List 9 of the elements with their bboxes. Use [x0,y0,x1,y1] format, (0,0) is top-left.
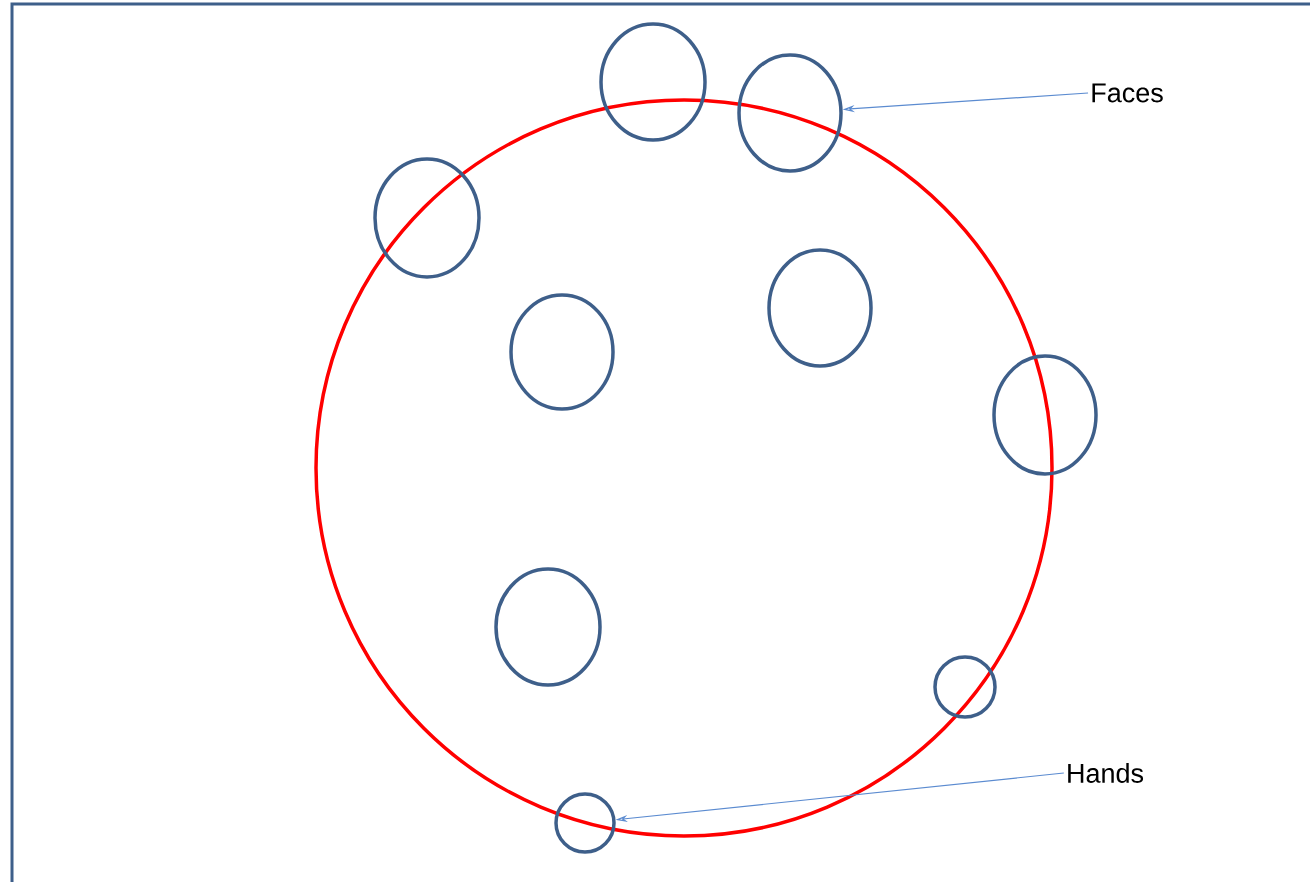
circle [554,792,616,854]
ellipse [599,22,707,142]
ellipse [992,354,1098,476]
label-text: Hands [1068,763,1144,783]
ellipse [737,53,843,173]
ellipse [767,248,873,368]
ellipse [509,293,615,411]
label-text: Faces [1092,83,1163,103]
ellipse [494,567,602,687]
